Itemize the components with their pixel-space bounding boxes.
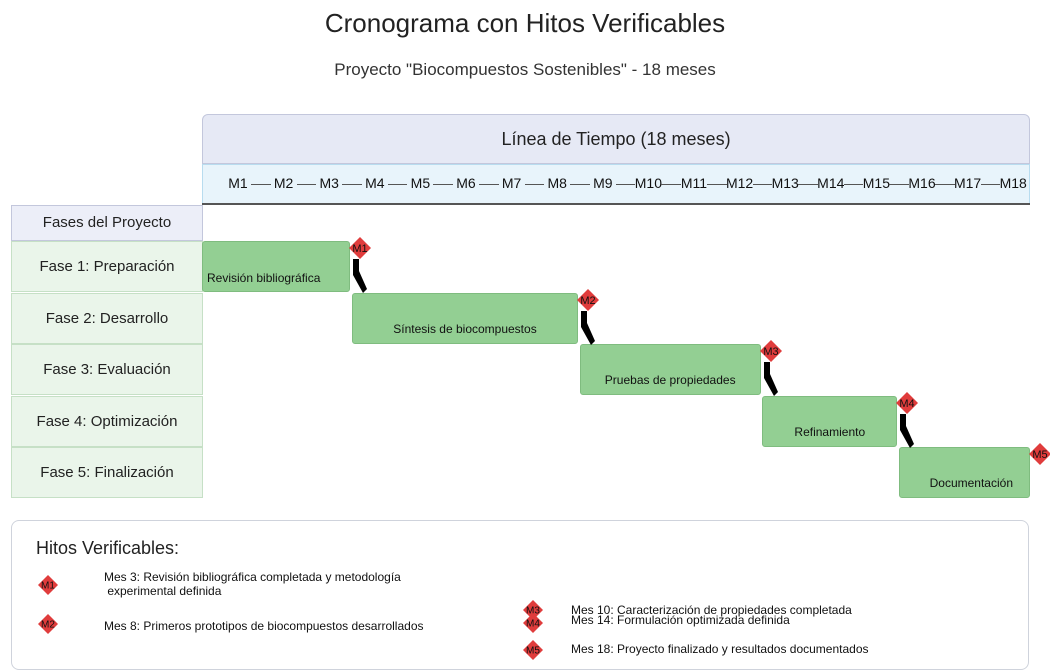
chart-title: Cronograma con Hitos Verificables xyxy=(324,8,726,38)
legend-title: Hitos Verificables: xyxy=(36,538,180,558)
month-label: M1 xyxy=(228,175,248,191)
month-label: M9 xyxy=(593,175,613,191)
month-tick xyxy=(387,184,408,185)
month-label: M3 xyxy=(319,175,339,191)
svg-text:M2: M2 xyxy=(41,620,55,631)
legend-marker-m4: M4 xyxy=(523,613,543,633)
task-bar: Refinamiento xyxy=(762,395,898,447)
milestone-marker-m2: M2 xyxy=(577,288,600,311)
month-tick xyxy=(889,184,909,185)
legend-marker-m1: M1 xyxy=(38,575,58,595)
month-tick xyxy=(342,184,362,185)
svg-text:M4: M4 xyxy=(526,619,540,630)
legend-marker-m2: M2 xyxy=(38,614,58,634)
legend-text: Mes 10: Caracterización de propiedades c… xyxy=(571,603,852,617)
legend-text: Mes 18: Proyecto finalizado y resultados… xyxy=(571,642,869,656)
phase-row: Fase 5: Finalización xyxy=(11,447,203,498)
chart-subtitle: Proyecto "Biocompuestos Sostenibles" - 1… xyxy=(334,60,716,79)
month-tick xyxy=(296,184,317,185)
milestone-marker-m3: M3 xyxy=(759,340,782,362)
month-tick xyxy=(798,184,818,185)
task-bar: Documentación xyxy=(899,447,1030,498)
month-label: M14 xyxy=(817,175,845,191)
month-tick xyxy=(615,184,636,185)
month-label: M5 xyxy=(410,175,431,191)
milestone-marker-m5: M5 xyxy=(1029,443,1050,465)
month-tick xyxy=(251,184,271,185)
task-bar: Revisión bibliográfica xyxy=(202,241,351,292)
month-tick xyxy=(433,184,453,185)
phase-row: Fase 2: Desarrollo xyxy=(11,292,203,344)
task-label: Revisión bibliográfica xyxy=(207,271,321,285)
phase-row: Fase 4: Optimización xyxy=(11,395,203,447)
svg-text:M1: M1 xyxy=(41,581,55,592)
task-label: Síntesis de biocompuestos xyxy=(393,321,537,336)
svg-text:M3: M3 xyxy=(763,346,778,358)
task-label: Pruebas de propiedades xyxy=(604,373,736,387)
dependency-arrow xyxy=(900,413,915,448)
month-label: M2 xyxy=(273,175,294,191)
month-tick xyxy=(661,184,681,185)
phase-row: Fase 3: Evaluación xyxy=(11,344,203,395)
month-label: M13 xyxy=(771,175,799,191)
month-tick xyxy=(707,184,727,185)
month-label: M15 xyxy=(862,175,890,191)
task-label: Refinamiento xyxy=(794,424,866,439)
timeline-header: Línea de Tiempo (18 meses) xyxy=(202,114,1030,164)
phase-row: Fase 1: Preparación xyxy=(11,241,203,292)
month-label: M10 xyxy=(634,175,662,191)
month-tick xyxy=(524,184,545,185)
legend-text: Mes 14: Formulación optimizada definida xyxy=(571,613,790,627)
legend-text: Mes 8: Primeros prototipos de biocompues… xyxy=(104,619,424,633)
month-label: M4 xyxy=(365,175,385,191)
month-label: M12 xyxy=(725,175,754,191)
task-bar: Pruebas de propiedades xyxy=(579,344,761,395)
dependency-arrow xyxy=(581,310,596,345)
dependency-arrow xyxy=(353,259,368,293)
svg-text:M3: M3 xyxy=(526,606,540,617)
month-label: M18 xyxy=(999,175,1027,191)
svg-text:M2: M2 xyxy=(581,295,596,307)
legend-text: Mes 3: Revisión bibliográfica completada… xyxy=(104,570,401,598)
svg-text:M5: M5 xyxy=(526,646,540,657)
month-tick xyxy=(980,184,1001,185)
milestone-marker-m1: M1 xyxy=(349,237,372,259)
months-axis-line xyxy=(202,203,1030,205)
svg-text:M4: M4 xyxy=(900,398,915,410)
month-tick xyxy=(935,184,955,185)
month-label: M6 xyxy=(456,175,476,191)
month-label: M8 xyxy=(547,175,567,191)
months-axis: M1 M2 M3 M4 M5 M6 M7 M8 M9 M10 M11 M12 M13 M14 M15 M16 M… xyxy=(202,164,1030,204)
month-tick xyxy=(570,184,590,185)
month-label: M16 xyxy=(908,175,936,191)
phases-header: Fases del Proyecto xyxy=(11,205,203,241)
svg-text:M1: M1 xyxy=(353,243,368,255)
legend-marker-m5: M5 xyxy=(523,640,543,660)
task-bar: Síntesis de biocompuestos xyxy=(351,292,579,344)
legend-marker-m3: M3 xyxy=(523,600,543,620)
task-label: Documentación xyxy=(929,476,1013,490)
month-tick xyxy=(843,184,864,185)
dependency-arrow xyxy=(763,362,778,396)
month-label: M7 xyxy=(501,175,522,191)
month-label: M17 xyxy=(953,175,982,191)
month-label: M11 xyxy=(680,175,708,191)
month-tick xyxy=(752,184,773,185)
month-tick xyxy=(479,184,499,185)
svg-text:M5: M5 xyxy=(1032,449,1047,461)
milestone-marker-m4: M4 xyxy=(896,391,919,414)
